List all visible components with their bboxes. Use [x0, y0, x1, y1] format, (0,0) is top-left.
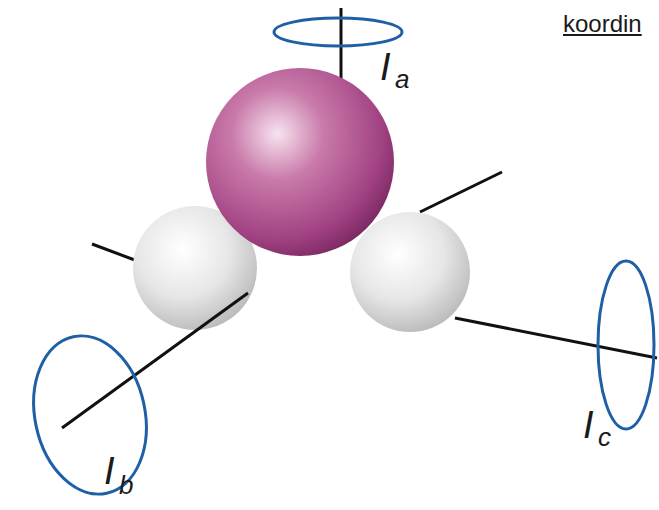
oxygen-atom — [206, 68, 394, 256]
axis-stub — [420, 172, 502, 212]
moment-symbol: I — [380, 48, 391, 86]
axis-c — [455, 318, 657, 358]
rotation-ellipse — [20, 325, 161, 504]
moment-symbol: I — [104, 452, 115, 490]
rotation-ellipse — [274, 18, 402, 46]
moment-subscript: a — [395, 66, 409, 92]
moment-subscript: c — [598, 424, 611, 450]
hydrogen-atom — [350, 212, 470, 332]
rotation-ellipse — [598, 261, 654, 429]
moment-subscript: b — [119, 472, 133, 498]
axis-b — [62, 293, 248, 428]
moment-symbol: I — [583, 406, 594, 444]
heading-text: koordin — [563, 12, 642, 36]
axis-stub — [92, 244, 140, 262]
